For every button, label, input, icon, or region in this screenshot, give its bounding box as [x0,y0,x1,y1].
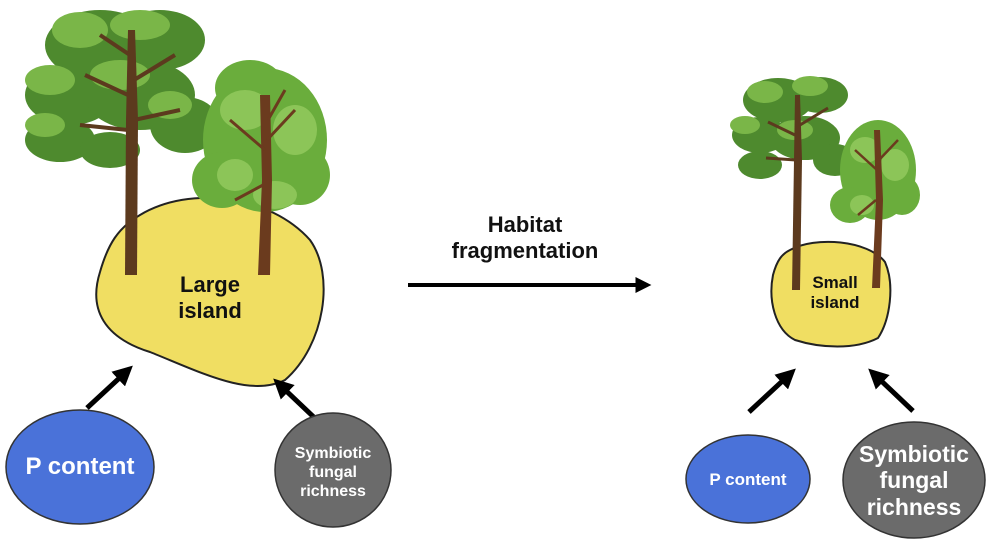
arrow-icon [747,368,796,414]
fungal-line3: richness [300,483,366,501]
small-island-shape [770,240,892,348]
fungal-richness-ellipse-large [274,412,392,528]
fungal-richness-label-large: Symbiotic fungal richness [278,444,388,502]
fungal-richness-ellipse-small [842,421,986,539]
p-content-ellipse-large [5,409,155,525]
p-content-label-large: P content [10,453,150,482]
fungal-richness-label-small: Symbiotic fungal richness [848,441,980,520]
large-island-label-line1: Large [180,272,240,297]
arrow-icon [273,378,321,424]
habitat-fragmentation-label: Habitat fragmentation [425,212,625,265]
fungal-line3: richness [866,493,962,520]
fungal-line1: Symbiotic [294,445,372,462]
fungal-line1: Symbiotic [859,441,969,467]
p-content-ellipse-small [685,434,811,524]
large-island-label: Large island [140,272,280,325]
large-island-label-line2: island [178,298,242,324]
fungal-line2: fungal [309,464,357,482]
p-content-text: P content [709,470,787,489]
deciduous-tree-icon [830,120,920,288]
pine-tree-icon [25,10,220,275]
p-content-label-small: P content [688,470,808,490]
pine-tree-icon [730,76,857,290]
small-island-label-line2: island [810,293,860,313]
fungal-line2: fungal [879,467,949,494]
arrow-icon [868,368,915,413]
small-island-label: Small island [790,273,880,314]
arrow-icon [85,365,133,410]
deciduous-tree-icon [192,60,330,275]
p-content-text: P content [25,453,135,480]
small-island-label-line1: Small [812,273,858,292]
process-line1: Habitat [487,212,563,237]
process-line2: fragmentation [451,238,599,264]
